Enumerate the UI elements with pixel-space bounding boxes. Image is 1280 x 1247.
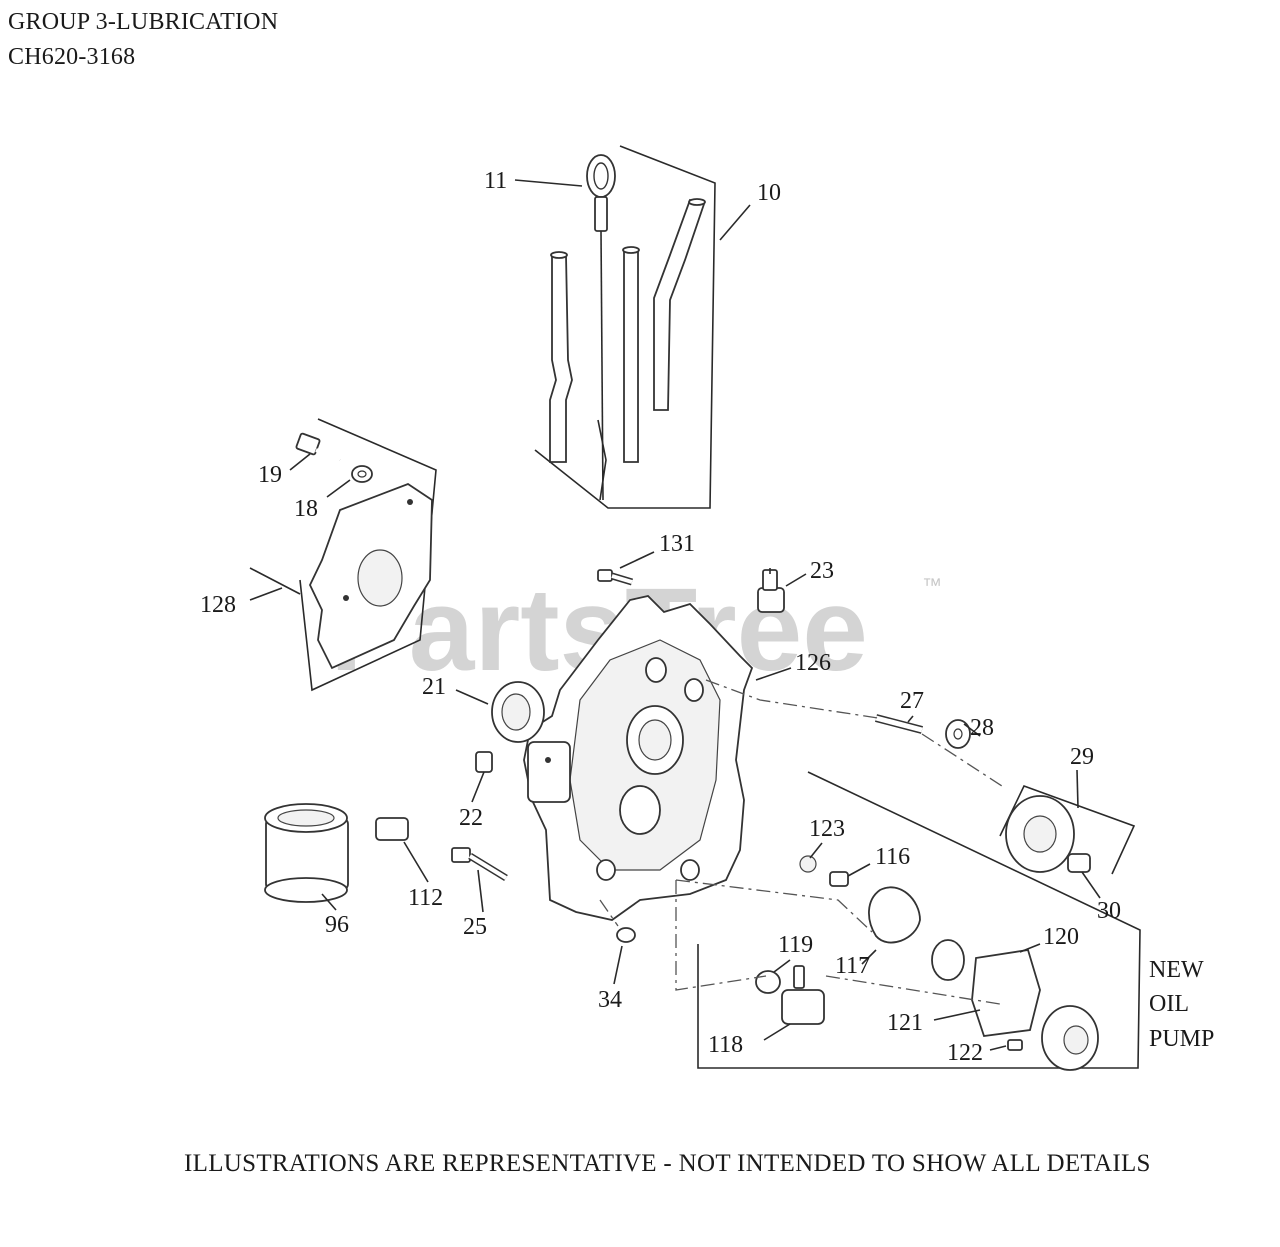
callout-27: 27 xyxy=(900,688,924,714)
callout-18: 18 xyxy=(294,496,318,522)
callout-28: 28 xyxy=(970,715,994,741)
oil-seal-21 xyxy=(491,681,545,743)
new-oil-pump-line1: NEW xyxy=(1149,957,1204,983)
callout-25: 25 xyxy=(463,914,487,940)
callout-23: 23 xyxy=(810,558,834,584)
callout-22: 22 xyxy=(459,805,483,831)
dipstick-tube-1 xyxy=(549,254,573,463)
gear-29 xyxy=(999,785,1136,875)
callout-21: 21 xyxy=(422,674,446,700)
callout-117: 117 xyxy=(835,953,870,979)
bolt-25 xyxy=(451,847,508,881)
callout-118: 118 xyxy=(708,1032,743,1058)
dipstick-tube-3 xyxy=(653,198,706,411)
washer-28 xyxy=(945,719,971,749)
callout-122: 122 xyxy=(947,1040,983,1066)
oil-sender-23 xyxy=(757,568,785,613)
dipstick-tube-2 xyxy=(623,249,639,463)
callout-30: 30 xyxy=(1097,898,1121,924)
bolt-131 xyxy=(597,569,634,586)
callout-112: 112 xyxy=(408,885,443,911)
page-title: GROUP 3-LUBRICATION xyxy=(8,9,279,35)
filter-adapter-group xyxy=(249,418,437,692)
leader-lines xyxy=(249,179,1101,1051)
callout-126: 126 xyxy=(795,650,831,676)
callout-116: 116 xyxy=(875,844,910,870)
dipstick-tube-group xyxy=(534,145,716,509)
callout-96: 96 xyxy=(325,912,349,938)
callout-123: 123 xyxy=(809,816,845,842)
callout-119: 119 xyxy=(778,932,813,958)
callout-19: 19 xyxy=(258,462,282,488)
callout-128: 128 xyxy=(200,592,236,618)
callout-131: 131 xyxy=(659,531,695,557)
new-oil-pump-group xyxy=(697,771,1141,1071)
callout-34: 34 xyxy=(598,987,622,1013)
dowel-22 xyxy=(475,751,493,773)
oil-filter-96 xyxy=(264,803,349,903)
callout-120: 120 xyxy=(1043,924,1079,950)
closure-plate xyxy=(523,595,754,921)
callout-10: 10 xyxy=(757,180,781,206)
new-oil-pump-line3: PUMP xyxy=(1149,1026,1214,1052)
footer-disclaimer: ILLUSTRATIONS ARE REPRESENTATIVE - NOT I… xyxy=(184,1150,1151,1177)
watermark-trademark: ™ xyxy=(922,575,942,597)
oring-34 xyxy=(616,927,636,943)
callout-11: 11 xyxy=(484,168,507,194)
nipple-112 xyxy=(375,817,409,841)
model-number: CH620-3168 xyxy=(8,44,136,70)
callout-121: 121 xyxy=(887,1010,923,1036)
callout-29: 29 xyxy=(1070,744,1094,770)
shaft-27 xyxy=(874,714,924,734)
new-oil-pump-line2: OIL xyxy=(1149,991,1189,1017)
